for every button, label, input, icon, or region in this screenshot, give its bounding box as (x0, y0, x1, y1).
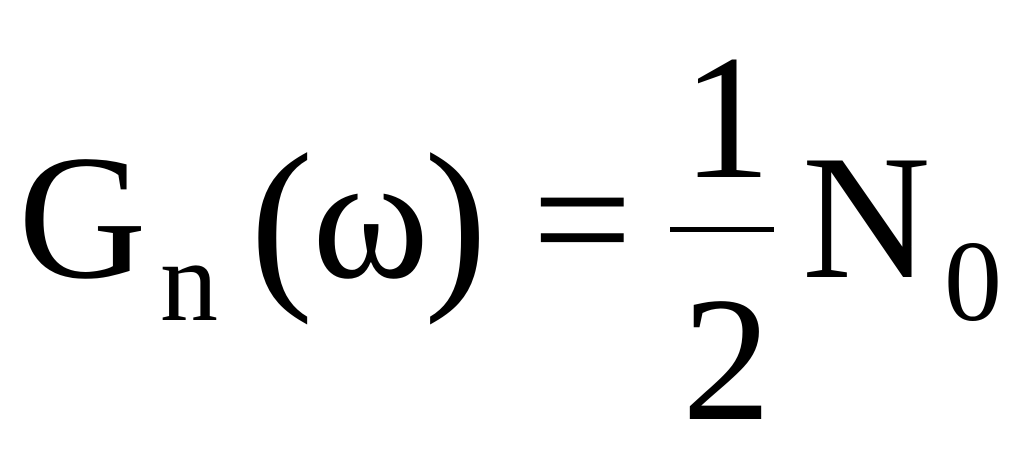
function-subscript: n (160, 218, 218, 346)
noise-subscript: 0 (944, 218, 1002, 346)
power-spectral-density-formula: G n ( ω ) = 1 2 N 0 (18, 18, 1002, 448)
noise-symbol: N (802, 118, 931, 316)
open-parenthesis: ( (250, 116, 314, 326)
omega-argument: ω (312, 118, 430, 316)
fraction-denominator: 2 (682, 260, 771, 458)
fraction-numerator: 1 (682, 18, 771, 216)
close-parenthesis: ) (424, 116, 488, 326)
fraction-bar (670, 227, 774, 232)
equals-sign: = (532, 120, 633, 318)
function-symbol: G (18, 118, 147, 316)
